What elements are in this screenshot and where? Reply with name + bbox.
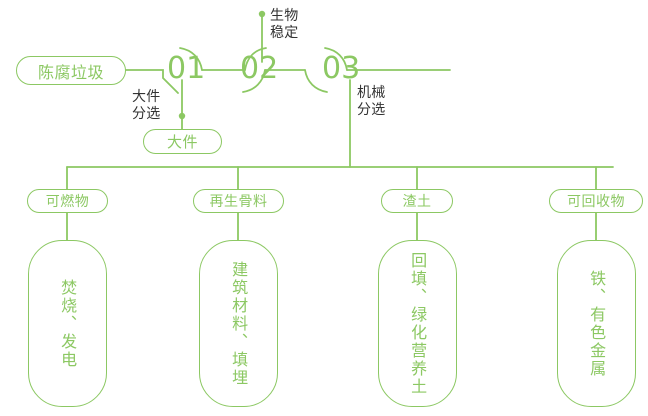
stage-number-02: 02: [240, 51, 279, 86]
category-pill-4[interactable]: 可回收物: [549, 189, 643, 213]
stage-01-output-pill[interactable]: 大件: [143, 129, 222, 154]
stage-number-01: 01: [167, 51, 206, 86]
category-pill-3-label: 渣土: [402, 194, 432, 210]
stage-01-output-label: 大件: [166, 133, 198, 151]
stage-annotation-03: 机械 分选: [357, 85, 386, 118]
destination-box-4-text: 铁、有色金属: [587, 269, 607, 378]
category-pill-4-label: 可回收物: [567, 194, 625, 210]
source-pill[interactable]: 陈腐垃圾: [16, 56, 126, 85]
category-pill-1-label: 可燃物: [45, 194, 90, 210]
dot-01-down: [178, 112, 186, 120]
destination-box-1[interactable]: 焚烧、发电: [28, 240, 107, 407]
category-pill-3[interactable]: 渣土: [381, 189, 453, 213]
category-pill-2[interactable]: 再生骨料: [193, 189, 284, 213]
destination-box-1-text: 焚烧、发电: [58, 278, 78, 369]
destination-box-2-text: 建筑材料、填埋: [229, 260, 249, 387]
destination-box-3[interactable]: 回填、绿化营养土: [378, 240, 457, 407]
source-pill-label: 陈腐垃圾: [37, 62, 104, 82]
destination-box-3-text: 回填、绿化营养土: [408, 251, 428, 396]
category-pill-2-label: 再生骨料: [209, 194, 268, 210]
category-pill-1[interactable]: 可燃物: [27, 189, 108, 213]
destination-box-2[interactable]: 建筑材料、填埋: [199, 240, 278, 407]
dot-02-up: [258, 10, 266, 18]
stage-annotation-02: 生物 稳定: [270, 8, 299, 41]
stage-annotation-01: 大件 分选: [132, 89, 161, 122]
stage-number-03: 03: [322, 51, 361, 86]
destination-box-4[interactable]: 铁、有色金属: [557, 240, 636, 407]
